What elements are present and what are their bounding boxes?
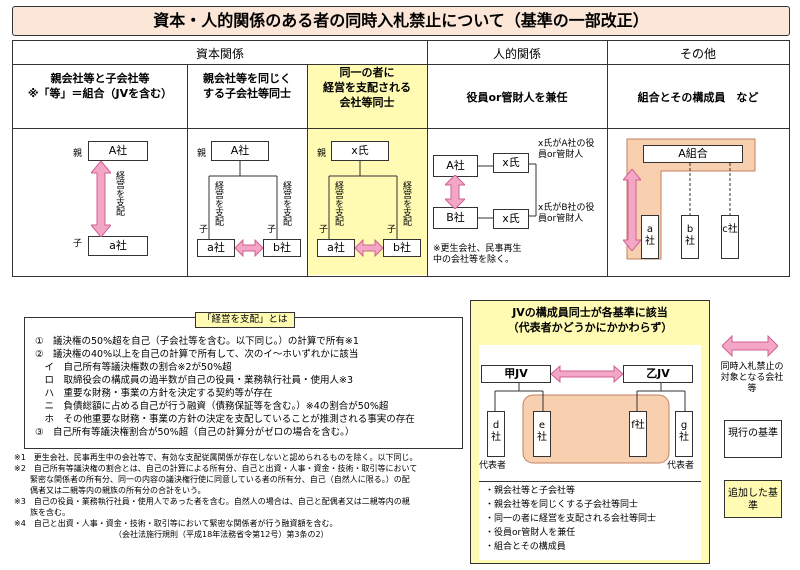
control-line: ③ 自己所有等議決権割合が50%超（自己の計算分がゼロの場合を含む。） — [35, 427, 355, 438]
col1-caption: 親会社等と子会社等 ※「等」＝組合（JVを含む） — [27, 72, 173, 100]
pair-arrow-2 — [235, 239, 263, 257]
col4-caption: 役員or管財人を兼任 — [466, 91, 568, 104]
ab-arrow — [445, 175, 465, 209]
x-shi-box-b: x氏 — [493, 209, 529, 229]
member-f: f社 — [629, 411, 647, 457]
control-arrow — [91, 161, 111, 237]
pair-arrow-3 — [355, 239, 383, 257]
reorg-note: ※更生会社、民事再生中の会社等を除く。 — [433, 244, 522, 265]
jv-pair-arrow — [551, 365, 623, 383]
big-a-box: A社 — [433, 155, 478, 177]
footnote: 偶者又は二親等内の親族の所有分の合計をいう。 — [14, 486, 206, 495]
footnote: ※1 更生会社、民事再生中の会社等で、有効な支配従属関係が存在しないと認められる… — [14, 453, 418, 462]
legend-arrow — [722, 335, 778, 357]
member-c: c社 — [721, 215, 739, 259]
control-line: ハ 重要な財務・事業の方針を決定する契約等が存在 — [35, 388, 273, 399]
b-sha-box-2: b社 — [263, 239, 301, 257]
control-line: イ 自己所有等議決権数の割合※2が50%超 — [35, 362, 232, 373]
x-note-b: x氏がB社の役員or管財人 — [538, 203, 595, 224]
control-def-heading: 「経営を支配」とは — [195, 312, 295, 328]
criteria-item: ・組合とその構成員 — [485, 542, 566, 552]
member-e: e社 — [533, 411, 551, 457]
footnote: ※2 自己所有等議決権の割合とは、自己の計算による所有分、自己と出資・人事・資金… — [14, 464, 418, 473]
x-link-lines — [478, 163, 537, 219]
kumiai-arrow — [623, 169, 641, 251]
member-d: d社 — [487, 411, 505, 457]
header-personal: 人的関係 — [492, 47, 541, 61]
control-line: ホ その他重要な財務・事業の方針の決定を支配していることが推測される事実の存在 — [35, 414, 415, 425]
otsu-jv-box: 乙JV — [623, 365, 693, 383]
control-definition-box: 「経営を支配」とは ① 議決権の50%超を自己（子会社等を含む。以下同じ。）の計… — [24, 312, 463, 449]
x-shi-box-3: x氏 — [331, 141, 389, 161]
branch-lines-2 — [208, 161, 278, 239]
child-label-2b: 子 — [267, 225, 277, 235]
control-label: 経営を支配 — [114, 171, 124, 216]
col2-caption: 親会社等を同じく する子会社等同士 — [203, 72, 291, 100]
child-label: 子 — [73, 239, 83, 249]
control-line: ② 議決権の40%以上を自己の計算で所有して、次のイ～ホいずれかに該当 — [35, 349, 359, 360]
member-a: a社 — [641, 215, 659, 259]
x-shi-box-a: x氏 — [493, 153, 529, 173]
control-label-3a: 経営を支配 — [333, 181, 343, 226]
footnote: 族を含む。 — [14, 508, 70, 517]
criteria-item: ・同一の者に経営を支配される会社等同士 — [485, 514, 657, 524]
b-sha-box-3: b社 — [383, 239, 421, 257]
a-company-box-2: A社 — [211, 141, 269, 161]
parent-label: 親 — [73, 149, 83, 159]
a-sha-box: a社 — [88, 236, 148, 256]
header-capital: 資本関係 — [195, 47, 244, 61]
rep-label-right: 代表者 — [667, 461, 695, 471]
page-title: 資本・人的関係のある者の同時入札禁止について（基準の一部改正） — [12, 6, 790, 36]
jv-title: JVの構成員同士が各基準に該当 （代表者かどうかにかかわらず） — [507, 306, 673, 334]
member-links — [689, 163, 731, 215]
footnote: ※4 自己と出資・人事・資金・技術・取引等において緊密な関係者が行う融資額を含む… — [14, 519, 338, 528]
header-other: その他 — [679, 47, 716, 61]
branch-lines-3 — [328, 161, 398, 239]
legend-added: 追加した基準 — [724, 480, 782, 518]
a-kumiai-box: A組合 — [643, 145, 743, 163]
jv-criteria-list: ・親会社等と子会社等 ・親会社等を同じくする子会社等同士 ・同一の者に経営を支配… — [479, 481, 701, 560]
control-line: ロ 取締役会の構成員の過半数が自己の役員・業務執行社員・使用人※3 — [35, 375, 354, 386]
control-label-3b: 経営を支配 — [401, 181, 411, 226]
criteria-item: ・親会社等と子会社等 — [485, 486, 576, 496]
col3-caption: 同一の者に 経営を支配される 会社等同士 — [323, 66, 411, 109]
child-label-3a: 子 — [319, 225, 329, 235]
a-sha-box-2: a社 — [197, 239, 235, 257]
child-label-2a: 子 — [199, 225, 209, 235]
kou-jv-box: 甲JV — [481, 365, 551, 383]
jv-panel: JVの構成員同士が各基準に該当 （代表者かどうかにかかわらず） 甲JV 乙JV … — [470, 300, 710, 564]
parent-label-2: 親 — [197, 149, 207, 159]
a-company-box: A社 — [88, 141, 148, 161]
a-sha-box-3: a社 — [317, 239, 355, 257]
big-b-box: B社 — [433, 207, 478, 229]
control-line: ニ 負債総額に占める自己が行う融資（債務保証等を含む。）※4の割合が50%超 — [35, 401, 389, 412]
footnote: （会社法施行規則（平成18年法務省令第12号）第3条の2） — [14, 530, 329, 539]
col5-caption: 組合とその構成員 など — [637, 91, 759, 104]
child-label-3b: 子 — [387, 225, 397, 235]
legend-arrow-label: 同時入札禁止の対象となる会社等 — [720, 362, 784, 394]
x-note-a: x氏がA社の役員or管財人 — [538, 139, 595, 160]
control-label-2b: 経営を支配 — [281, 181, 291, 226]
criteria-item: ・親会社等を同じくする子会社等同士 — [485, 500, 639, 510]
parent-label-3: 親 — [317, 149, 327, 159]
rep-label-left: 代表者 — [479, 461, 507, 471]
kumiai-bg — [626, 138, 756, 260]
control-line: ① 議決権の50%超を自己（子会社等を含む。以下同じ。）の計算で所有※1 — [35, 336, 359, 347]
jv-links — [494, 383, 686, 411]
footnote: ※3 自己の役員・業務執行社員・使用人であった者を含む。自然人の場合は、自己と配… — [14, 497, 410, 506]
control-label-2a: 経営を支配 — [213, 181, 223, 226]
legend-current: 現行の基準 — [724, 420, 782, 458]
footnote: 緊密な関係者の所有分、同一の内容の議決権行使に同意している者の所有分、自己（自然… — [14, 475, 410, 484]
member-g: g社 — [675, 411, 693, 457]
member-b: b社 — [681, 215, 699, 259]
relation-table: 資本関係 人的関係 その他 親会社等と子会社等 ※「等」＝組合（JVを含む） 親… — [12, 40, 790, 277]
criteria-item: ・役員or管財人を兼任 — [485, 528, 576, 538]
